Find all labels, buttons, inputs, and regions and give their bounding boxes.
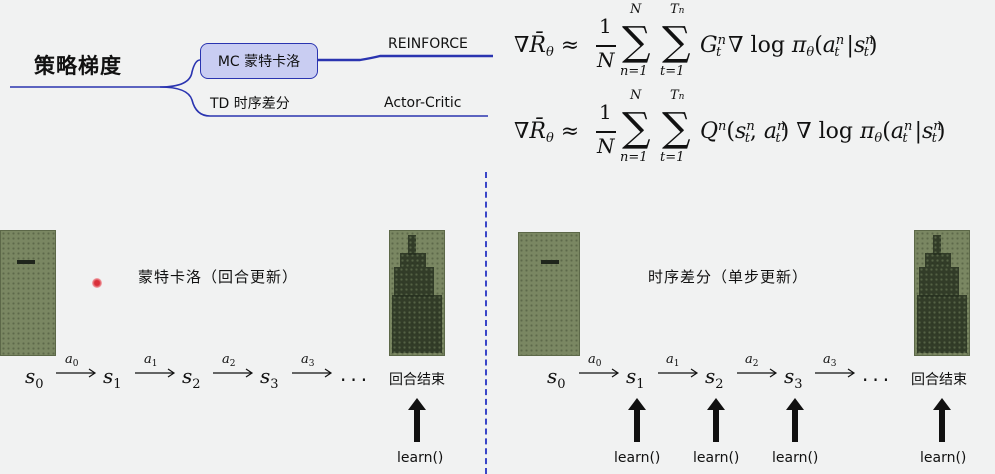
- pointer-highlight-dot: [92, 278, 102, 288]
- tetris-piece: [541, 260, 559, 264]
- mindmap-branch-mc: MC 蒙特卡洛: [200, 43, 318, 79]
- formula-q-symbol: Q: [700, 119, 719, 144]
- panel-divider: [485, 172, 487, 474]
- tetris-stack: [933, 235, 941, 255]
- td-learn-arrow-icon-4: [933, 398, 951, 442]
- mc-state-1: s1: [103, 364, 122, 392]
- td-action-3: a3: [823, 352, 837, 369]
- td-action-0: a0: [588, 352, 602, 369]
- mindmap-branch-td: TD 时序差分: [210, 96, 290, 112]
- algo-actor-critic-label: Actor-Critic: [384, 95, 462, 111]
- td-state-2: s2: [705, 364, 724, 392]
- mc-learn-arrow-icon: [408, 398, 426, 442]
- mindmap-connectors: [10, 54, 493, 117]
- mindmap-root-label: 策略梯度: [34, 54, 122, 78]
- tetris-stack: [400, 253, 426, 267]
- mc-state-3: s3: [260, 364, 279, 392]
- mc-transition-arrows: [56, 368, 333, 378]
- tetris-board-end-right: [914, 230, 970, 356]
- tetris-board-start-right: [518, 232, 580, 356]
- td-transition-arrows: [579, 368, 856, 378]
- tetris-stack: [394, 267, 434, 297]
- td-learn-label-2: learn(): [693, 450, 740, 466]
- tetris-stack: [392, 295, 442, 353]
- mc-action-0: a0: [65, 352, 79, 369]
- mc-ellipsis: ...: [340, 362, 372, 386]
- mc-action-2: a2: [222, 352, 236, 369]
- tetris-board-start-left: [0, 230, 56, 356]
- tetris-stack: [408, 235, 416, 255]
- td-ellipsis: ...: [862, 362, 894, 386]
- tetris-stack: [917, 295, 967, 353]
- algo-reinforce-label: REINFORCE: [388, 36, 468, 52]
- mindmap-branch-mc-label: MC 蒙特卡洛: [217, 54, 301, 70]
- mc-panel-title: 蒙特卡洛（回合更新）: [138, 268, 299, 286]
- td-learn-label-1: learn(): [614, 450, 661, 466]
- mc-action-1: a1: [144, 352, 158, 369]
- td-action-1: a1: [666, 352, 680, 369]
- mc-episode-end-label: 回合结束: [389, 372, 445, 388]
- tetris-board-end-left: [389, 230, 445, 356]
- mc-state-0: s0: [25, 364, 44, 392]
- td-state-3: s3: [784, 364, 803, 392]
- td-learn-arrow-icon-2: [707, 398, 725, 442]
- tetris-stack: [919, 267, 959, 297]
- td-panel-title: 时序差分（单步更新）: [648, 268, 809, 286]
- td-state-0: s0: [547, 364, 566, 392]
- mc-learn-label: learn(): [397, 450, 444, 466]
- mc-action-3: a3: [301, 352, 315, 369]
- td-learn-label-4: learn(): [920, 450, 967, 466]
- td-action-2: a2: [745, 352, 759, 369]
- td-state-1: s1: [626, 364, 645, 392]
- tetris-stack: [925, 253, 951, 267]
- td-learn-label-3: learn(): [772, 450, 819, 466]
- formula-return-symbol: G: [700, 33, 718, 58]
- td-learn-arrow-icon-3: [786, 398, 804, 442]
- td-episode-end-label: 回合结束: [911, 372, 967, 388]
- td-learn-arrow-icon-1: [628, 398, 646, 442]
- tetris-piece: [17, 260, 35, 264]
- mc-state-2: s2: [182, 364, 201, 392]
